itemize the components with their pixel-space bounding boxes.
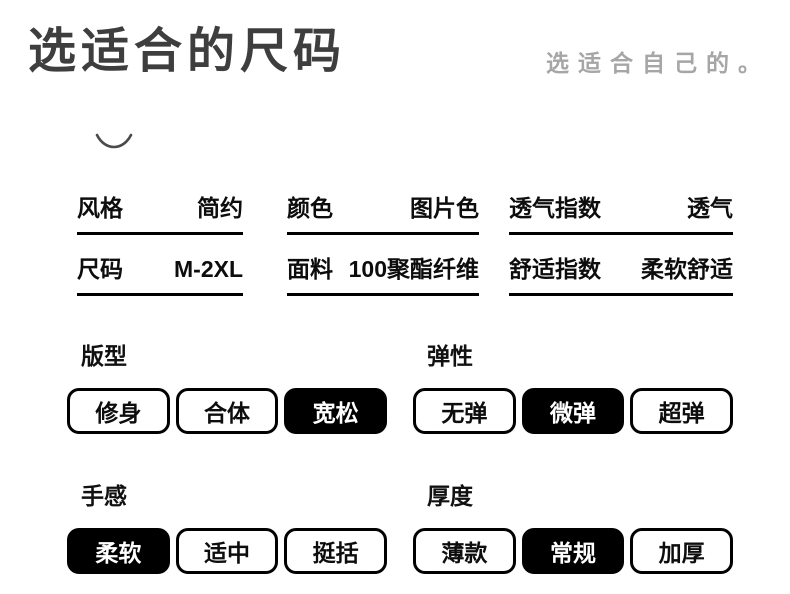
spec-label: 面料 — [287, 256, 333, 282]
option-group-title: 版型 — [81, 343, 127, 369]
spec-column-left: 风格 简约 尺码 M-2XL — [77, 193, 243, 296]
option-button-fit-regular[interactable]: 合体 — [175, 388, 279, 434]
option-group-fit: 版型 修身 合体 宽松 — [67, 342, 388, 434]
spec-value: 图片色 — [410, 195, 479, 221]
spec-value: 简约 — [197, 195, 243, 221]
page-subtitle: 选适合自己的。 — [546, 50, 770, 76]
option-row: 无弹 微弹 超弹 — [413, 388, 734, 434]
option-button-fit-loose[interactable]: 宽松 — [284, 388, 388, 434]
spec-column-right: 透气指数 透气 舒适指数 柔软舒适 — [509, 193, 733, 296]
spec-label: 舒适指数 — [509, 256, 601, 282]
option-group-feel: 手感 柔软 适中 挺括 — [67, 482, 388, 574]
option-row: 修身 合体 宽松 — [67, 388, 388, 434]
option-button-thickness-regular[interactable]: 常规 — [521, 528, 625, 574]
option-button-feel-crisp[interactable]: 挺括 — [284, 528, 388, 574]
option-group-stretch: 弹性 无弹 微弹 超弹 — [413, 342, 734, 434]
spec-row-color: 颜色 图片色 — [287, 193, 479, 235]
option-button-fit-slim[interactable]: 修身 — [67, 388, 170, 434]
spec-row-style: 风格 简约 — [77, 193, 243, 235]
page-title: 选适合的尺码 — [28, 25, 347, 78]
option-button-stretch-none[interactable]: 无弹 — [413, 388, 516, 434]
smile-arc-icon — [93, 130, 135, 156]
spec-value: 透气 — [687, 195, 733, 221]
spec-column-middle: 颜色 图片色 面料 100聚酯纤维 — [287, 193, 479, 296]
spec-value: 100聚酯纤维 — [348, 256, 479, 282]
option-row: 柔软 适中 挺括 — [67, 528, 388, 574]
option-button-thickness-thin[interactable]: 薄款 — [413, 528, 516, 574]
spec-row-breathability: 透气指数 透气 — [509, 193, 733, 235]
spec-row-comfort: 舒适指数 柔软舒适 — [509, 254, 733, 296]
spec-value: 柔软舒适 — [641, 256, 733, 282]
option-button-stretch-slight[interactable]: 微弹 — [521, 388, 625, 434]
option-button-feel-medium[interactable]: 适中 — [175, 528, 279, 574]
option-group-title: 手感 — [81, 483, 127, 509]
option-group-title: 厚度 — [427, 483, 473, 509]
spec-label: 尺码 — [77, 256, 123, 282]
spec-label: 透气指数 — [509, 195, 601, 221]
option-button-thickness-thick[interactable]: 加厚 — [630, 528, 734, 574]
option-button-feel-soft[interactable]: 柔软 — [67, 528, 170, 574]
spec-label: 风格 — [77, 195, 123, 221]
option-group-title: 弹性 — [427, 343, 473, 369]
option-group-thickness: 厚度 薄款 常规 加厚 — [413, 482, 734, 574]
option-row: 薄款 常规 加厚 — [413, 528, 734, 574]
spec-row-fabric: 面料 100聚酯纤维 — [287, 254, 479, 296]
spec-label: 颜色 — [287, 195, 333, 221]
option-button-stretch-high[interactable]: 超弹 — [630, 388, 734, 434]
spec-value: M-2XL — [174, 256, 243, 282]
spec-row-size: 尺码 M-2XL — [77, 254, 243, 296]
